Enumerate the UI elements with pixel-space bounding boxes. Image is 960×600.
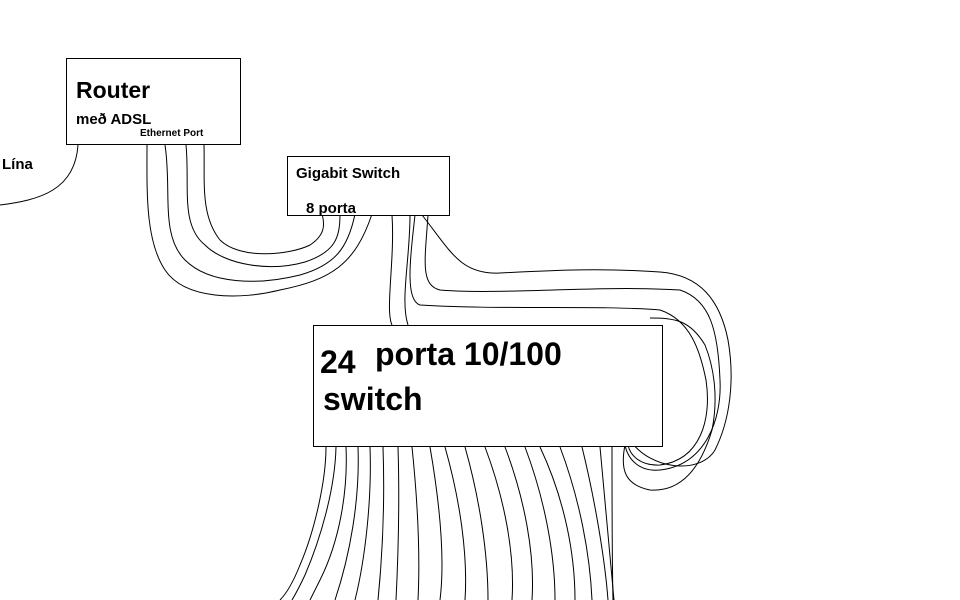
gigabit-switch-ports: 8 porta [306,200,357,217]
client-cable [464,446,489,600]
uplink-loop-cable [421,214,732,467]
dsl-line-cable [0,144,79,206]
gigabit-main-cable [404,214,411,326]
ethernet-port-label: Ethernet Port [140,128,204,139]
client-cable [334,446,359,600]
main-switch-title: porta 10/100 [375,336,562,372]
router-gigabit-cable [146,144,373,297]
uplink-loop-cable [622,317,716,491]
uplink-loop-cable [424,214,721,471]
client-cable [611,446,614,600]
client-cable [559,446,593,600]
router-gigabit-cable [164,144,356,282]
client-cable [279,446,327,600]
client-cable [309,446,347,600]
router-subtitle: með ADSL [76,111,152,128]
gigabit-switch-box: Gigabit Switch 8 porta [287,156,450,216]
main-switch-number: 24 [320,344,356,380]
client-cable [377,446,385,600]
main-switch-box: 24 porta 10/100 switch [313,325,663,447]
client-cable [354,446,371,600]
client-cable [504,446,533,600]
gigabit-main-cable [388,214,394,326]
client-cable [539,446,576,600]
router-box: Router með ADSL Ethernet Port [66,58,241,145]
client-cable [484,446,513,600]
client-cable [395,446,400,600]
router-title: Router [76,77,151,103]
client-cable [524,446,556,600]
client-cable [411,446,420,600]
uplink-loop-cable [409,214,708,466]
router-gigabit-cable [185,144,341,267]
client-cable [581,446,609,600]
dsl-line-label: Lína [2,156,33,173]
client-cable [444,446,467,600]
client-cable [291,446,337,600]
main-switch-title-line2: switch [323,381,423,417]
gigabit-switch-title: Gigabit Switch [296,165,401,182]
router-gigabit-cable [203,144,324,255]
client-cable [429,446,443,600]
